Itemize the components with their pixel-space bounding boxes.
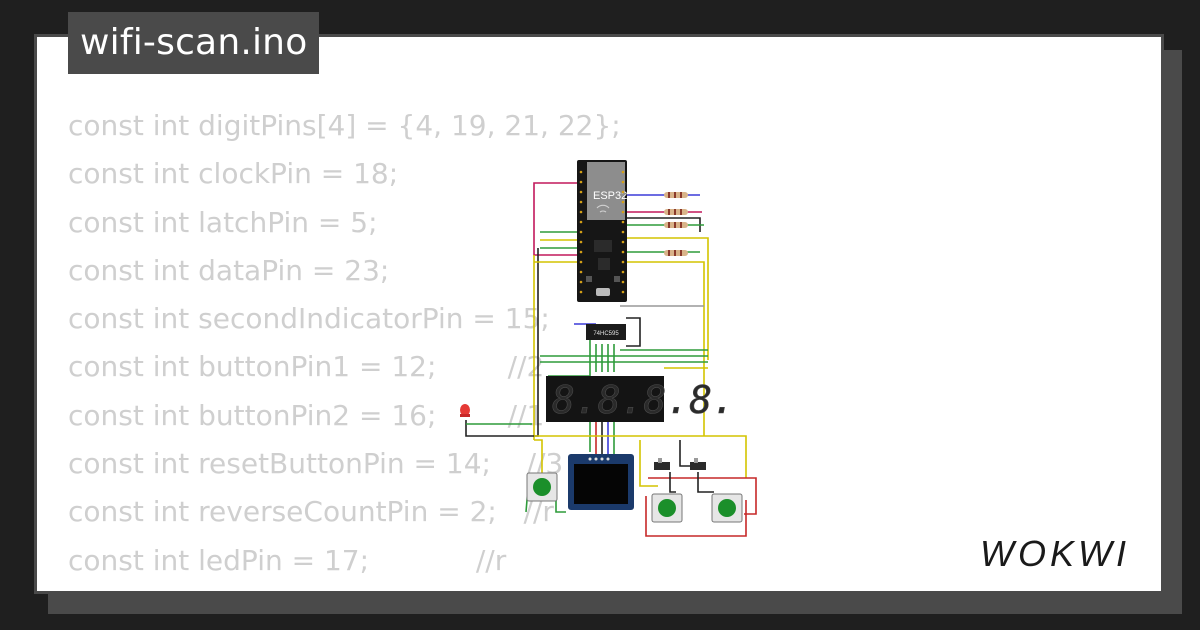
slide-switch: [690, 458, 706, 470]
wokwi-logo-text: WOKWI: [980, 533, 1130, 574]
push-button: [526, 472, 558, 502]
wokwi-logo: WOKWI: [980, 533, 1130, 574]
code-line: const int secondIndicatorPin = 15;: [68, 302, 550, 336]
oled-display: [568, 454, 634, 510]
esp32-label: ESP32: [593, 190, 627, 202]
code-line: const int clockPin = 18;: [68, 157, 399, 191]
shift-register: 74HC595: [586, 324, 626, 340]
code-line: const int buttonPin2 = 16; //1: [68, 398, 545, 432]
red-led: [460, 404, 470, 417]
resistor-group: [664, 192, 688, 256]
shift-register-label: 74HC595: [593, 331, 619, 337]
file-name-tab: wifi-scan.ino: [68, 12, 320, 74]
code-line: const int latchPin = 5;: [68, 205, 378, 239]
esp32-board: ESP32: [577, 160, 627, 302]
push-button: [651, 493, 683, 523]
seven-segment-readout: 8.8.8.8.: [552, 378, 735, 422]
slide-switch: [654, 458, 670, 470]
push-button: [711, 493, 743, 523]
seven-segment-display: 8.8.8.8.: [546, 376, 735, 422]
code-line: const int digitPins[4] = {4, 19, 21, 22}…: [68, 109, 621, 142]
code-line: const int dataPin = 23;: [68, 253, 390, 287]
code-line: const int ledPin = 17; //r: [68, 543, 507, 577]
